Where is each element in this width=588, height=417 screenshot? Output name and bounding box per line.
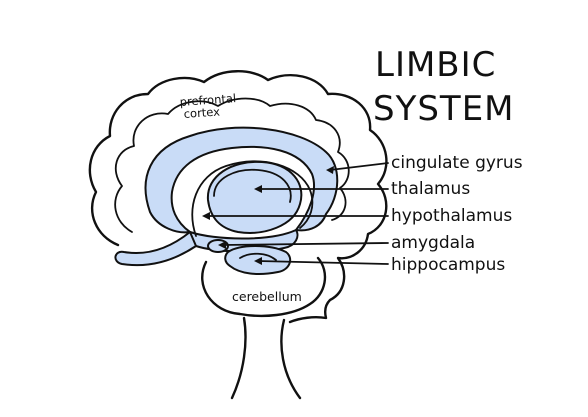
hippocampus-pointer xyxy=(257,260,389,265)
title-line-1: LIMBIC xyxy=(375,45,496,85)
hippocampus-label: hippocampus xyxy=(391,255,505,275)
olfactory-tract xyxy=(114,231,197,267)
hypothalamus-arrowhead xyxy=(202,212,210,220)
pointer-lines xyxy=(202,162,389,265)
gyrus-inner-outline xyxy=(114,97,350,233)
hypothalamus-label: hypothalamus xyxy=(391,206,512,226)
thalamus-label: thalamus xyxy=(391,179,470,199)
brain-outer-outline xyxy=(88,70,388,324)
cerebellum-label: cerebellum xyxy=(232,289,302,304)
cingulate-gyrus-region xyxy=(144,126,339,234)
cingulate-gyrus-pointer xyxy=(329,162,389,171)
cingulate-gyrus-arrowhead xyxy=(326,166,334,174)
hippocampus-arrowhead xyxy=(254,257,262,265)
thalamus-inner-curve xyxy=(213,168,292,203)
thalamus-region xyxy=(206,160,303,234)
thalamus-arrowhead xyxy=(254,185,262,193)
prefrontal-cortex-label-line-2: cortex xyxy=(183,104,220,121)
brainstem-left xyxy=(230,316,247,400)
prefrontal-cortex-label-line-1: prefrontal xyxy=(179,91,236,109)
cingulate-gyrus-label: cingulate gyrus xyxy=(391,153,523,173)
cerebellum-outline xyxy=(201,256,327,318)
fornix-arch xyxy=(191,160,314,237)
amygdala-pointer xyxy=(221,242,389,246)
title-line-2: SYSTEM xyxy=(373,89,515,129)
amygdala-label: amygdala xyxy=(391,233,475,253)
amygdala-arrowhead xyxy=(218,241,226,249)
hippocampus-curl xyxy=(239,252,277,261)
brainstem-right xyxy=(280,318,302,400)
